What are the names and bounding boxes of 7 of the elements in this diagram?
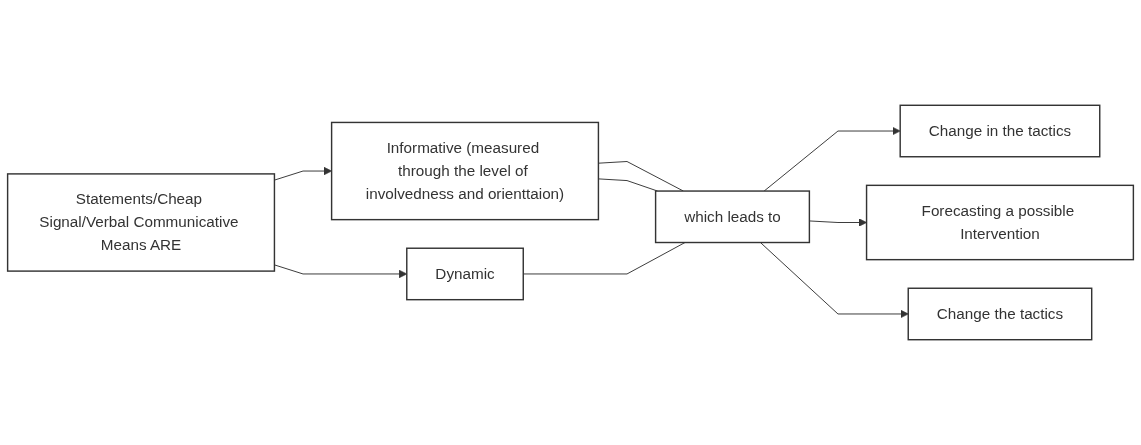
node-box: Change the tactics <box>907 287 1093 341</box>
node-box: Informative (measured through the level of involvedness and orienttaion) <box>330 121 600 221</box>
node-box: which leads to <box>654 190 811 244</box>
node-box: Statements/Cheap Signal/Verbal Communicative Means ARE <box>6 173 276 272</box>
node-box: Forecasting a possible Intervention <box>865 184 1135 261</box>
node-box: Dynamic <box>406 247 524 301</box>
node-box: Change in the tactics <box>899 104 1101 158</box>
